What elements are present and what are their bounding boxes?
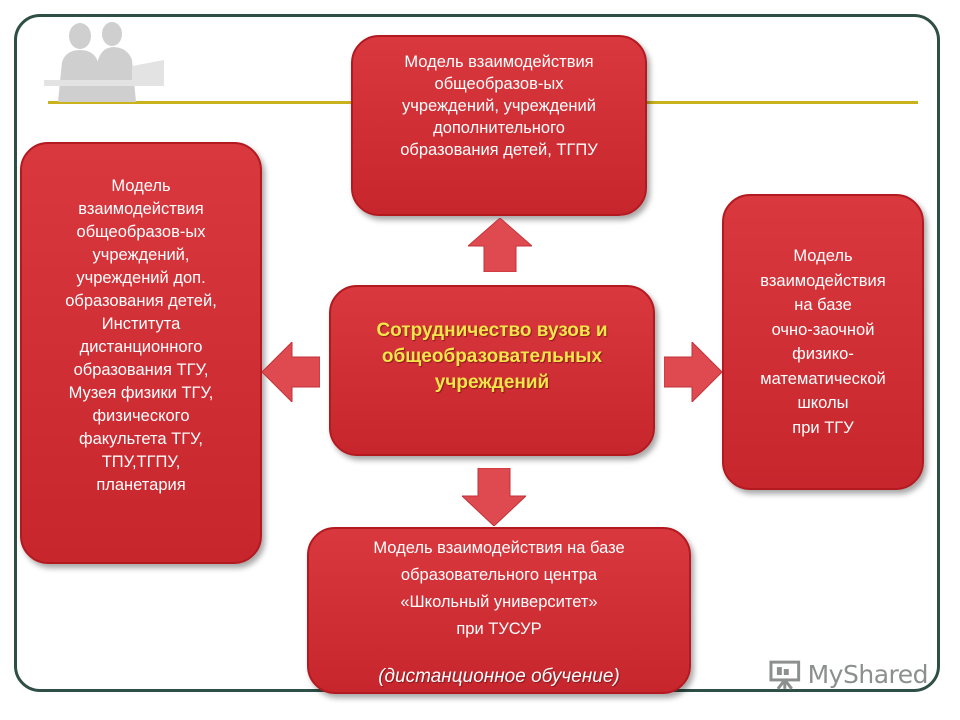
model-physmath-line: школы	[797, 394, 849, 412]
model-tgu-line: общеобразов-ых	[76, 223, 206, 241]
model-tgu-line: ТПУ,ТГПУ,	[101, 453, 181, 471]
model-tgpu-line: учреждений, учреждений	[402, 96, 596, 115]
model-tgu-line: образования ТГУ,	[73, 361, 209, 379]
model-physmath-line: взаимодействия	[760, 271, 886, 290]
watermark-text: MyShared	[807, 659, 929, 689]
model-tgu-institutes-box: Модель взаимодействия общеобразов-ых учр…	[20, 142, 262, 564]
model-tgu-line: образования детей,	[65, 292, 217, 310]
model-tusur-box: Модель взаимодействия на базе образовате…	[307, 527, 691, 694]
model-tgu-line: Музея физики ТГУ,	[68, 384, 214, 402]
model-tgu-line: факультета ТГУ,	[79, 430, 203, 448]
model-physmath-line: при ТГУ	[792, 418, 854, 437]
model-tgu-line: физического	[92, 407, 190, 425]
model-tgpu-line: Модель взаимодействия	[404, 52, 594, 71]
model-tusur-line: Модель взаимодействия на базе	[373, 539, 625, 557]
model-tgu-line: Модель	[111, 177, 171, 195]
model-tgpu-box: Модель взаимодействия общеобразов-ых учр…	[351, 35, 647, 216]
arrow-up-icon	[468, 218, 532, 272]
arrow-left-icon	[262, 342, 320, 402]
distance-learning-note: (дистанционное обучение)	[378, 666, 620, 687]
model-physmath-school-box: Модель взаимодействия на базе очно-заочн…	[722, 194, 924, 490]
business-people-silhouette-icon	[44, 22, 164, 102]
model-physmath-line: Модель	[793, 247, 853, 265]
model-tusur-line: «Школьный университет»	[400, 593, 598, 611]
presentation-board-icon	[769, 660, 801, 690]
myshared-watermark: MyShared	[768, 656, 929, 692]
model-physmath-line: математической	[760, 369, 886, 388]
model-physmath-line: на базе	[794, 296, 852, 314]
model-tgu-line: планетария	[96, 476, 186, 494]
cooperation-title-line: общеобразовательных	[381, 345, 603, 367]
model-physmath-line: физико-	[792, 345, 854, 363]
model-physmath-line: очно-заочной	[771, 320, 875, 339]
model-tgu-line: Института	[101, 315, 181, 333]
model-tgu-line: учреждений доп.	[76, 269, 206, 287]
arrow-down-icon	[462, 468, 526, 526]
cooperation-title-line: учреждений	[434, 371, 550, 393]
model-tgu-line: учреждений,	[92, 246, 190, 264]
cooperation-center-box: Сотрудничество вузов и общеобразовательн…	[329, 285, 655, 456]
cooperation-title-line: Сотрудничество вузов и	[376, 319, 608, 341]
model-tgu-line: дистанционного	[79, 338, 203, 356]
model-tgu-line: взаимодействия	[78, 200, 204, 218]
model-tusur-line: при ТУСУР	[456, 620, 542, 638]
model-tgpu-line: дополнительного	[433, 118, 565, 137]
model-tgpu-line: образования детей, ТГПУ	[400, 140, 598, 159]
arrow-right-icon	[664, 342, 722, 402]
model-tgpu-line: общеобразов-ых	[434, 74, 564, 93]
model-tusur-line: образовательного центра	[400, 566, 598, 584]
